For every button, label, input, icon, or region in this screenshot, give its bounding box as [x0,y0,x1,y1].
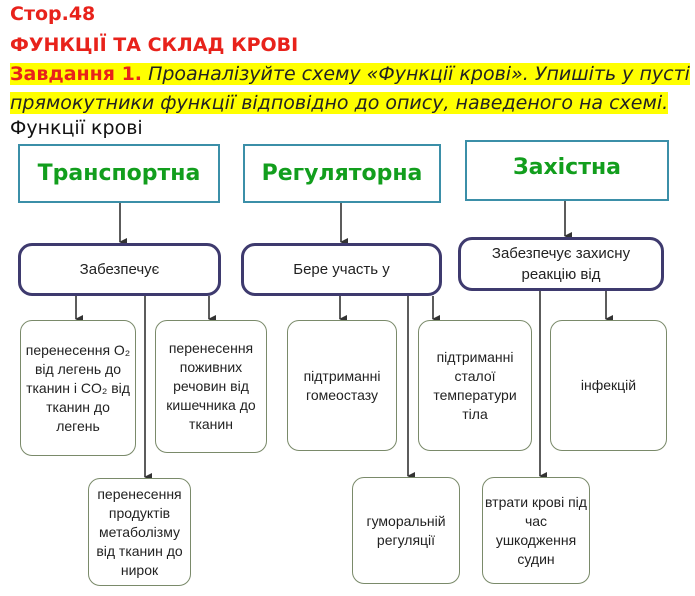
description-protective: Забезпечує захисну реакцію від [458,237,664,291]
function-title-transport: Транспортна [18,144,220,203]
function-title-regulatory: Регуляторна [243,144,441,203]
page-title: ФУНКЦІЇ ТА СКЛАД КРОВІ [10,34,299,56]
protective-item-2: втрати крові під час ушкодження судин [482,477,590,584]
transport-item-3: перенесення продуктів метаболізму від тк… [88,478,191,586]
protective-item-1: інфекцій [550,320,667,451]
transport-item-1: перенесення O₂ від легень до тканин і CO… [20,320,136,456]
regulatory-item-3: гуморальній регуляції [352,477,460,584]
scheme-label: Функції крові [10,117,143,139]
task-text-2: прямокутники функції відповідно до опису… [10,92,669,114]
transport-item-2: перенесення поживних речовин від кишечни… [155,320,267,453]
function-title-protective: Захістна [465,140,669,201]
task-text-1: Проаналізуйте схему «Функції крові». Упи… [142,63,690,85]
page-number: Стор.48 [10,3,96,25]
regulatory-item-1: підтриманні гомеостазу [287,320,397,451]
task-line-1: Завдання 1. Проаналізуйте схему «Функції… [10,60,690,89]
task-line-2: прямокутники функції відповідно до опису… [10,89,669,118]
task-label: Завдання 1. [10,63,143,85]
description-regulatory: Бере участь у [241,243,442,296]
description-transport: Забезпечує [18,243,221,296]
regulatory-item-2: підтриманні сталої температури тіла [418,320,532,451]
